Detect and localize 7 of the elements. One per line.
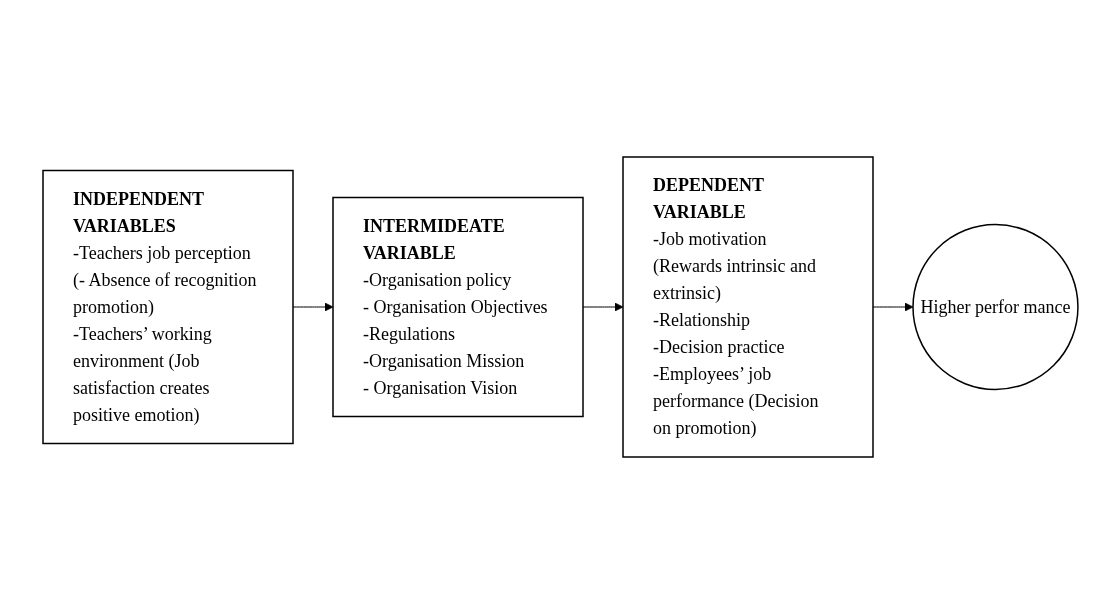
arrow [582,302,623,312]
arrow [292,302,333,312]
node-box: INTERMIDEATE VARIABLE -Organisation policy - Organisation Objectives -Regulations -Organisation Mission - Organisation Vision [331,196,584,418]
node-circle: Higher perfor mance [911,223,1079,391]
node-box: DEPENDENT VARIABLE -Job motivation (Rewards intrinsic and extrinsic) -Relationship -Decision practice -Employees’ job performance (Decision on promotion) [621,156,874,458]
arrow [872,302,913,312]
node-box: INDEPENDENT VARIABLES -Teachers job perception (- Absence of recognition promotion) -Teachers’ working environment (Job satisfaction creates positive emotion) [41,169,294,445]
